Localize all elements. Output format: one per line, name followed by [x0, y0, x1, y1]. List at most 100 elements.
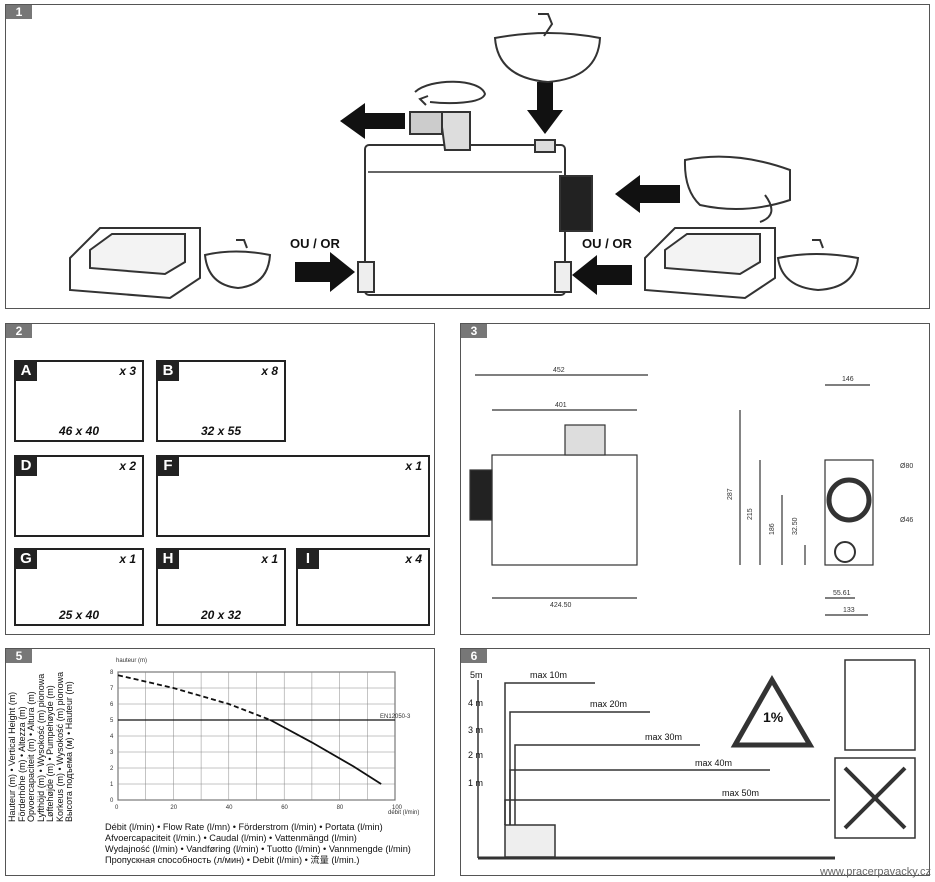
wall-toilet-drawing — [683, 155, 791, 223]
panel-installation-limits: 6 — [460, 648, 930, 876]
panel-number: 5 — [6, 649, 32, 663]
y-tick-label: 8 — [110, 670, 114, 676]
run-50: max 50m — [722, 788, 759, 798]
y-tick-label: 6 — [110, 702, 114, 708]
kit-letter: I — [297, 549, 319, 569]
flow-rate-legend: Débit (l/min) • Flow Rate (l/mn) • Förde… — [105, 822, 435, 866]
kit-letter: F — [157, 456, 179, 476]
run-40: max 40m — [695, 758, 732, 768]
chart-ylabel: hauteur (m) — [116, 658, 147, 664]
chart-series — [117, 674, 382, 785]
y-tick-label: 1 — [110, 782, 114, 788]
dim-height-small: 32.50 — [792, 517, 799, 535]
chart-xlabel: débit (l/min) — [388, 810, 419, 816]
kit-qty: x 3 — [119, 364, 136, 378]
kit-letter: A — [15, 361, 37, 381]
x-tick-label: 80 — [337, 805, 344, 811]
x-tick-label: 0 — [115, 805, 119, 811]
level-2: 2 m — [468, 750, 483, 760]
washbasin-top-drawing — [493, 13, 602, 84]
shower-tray-left-drawing — [69, 227, 272, 300]
kit-qty: x 1 — [119, 552, 136, 566]
dim-width-base: 424.50 — [550, 602, 572, 609]
y-tick-label: 5 — [110, 718, 114, 724]
dimension-drawing — [469, 374, 874, 616]
legend-line: Высота подъема (м) • Hauteur (m) — [64, 681, 74, 822]
level-5: 5m — [470, 670, 483, 680]
panel-number: 3 — [461, 324, 487, 338]
run-30: max 30m — [645, 732, 682, 742]
slope-label: 1% — [763, 709, 784, 725]
kit-letter: G — [15, 549, 37, 569]
curve-series-0 — [117, 674, 271, 721]
level-1: 1 m — [468, 778, 483, 788]
dim-height-mid: 215 — [747, 508, 754, 520]
chart-reference-label: EN12050-3 — [380, 714, 411, 720]
chart-ticks: 0 20 40 60 80 100 0 1 2 3 4 5 6 7 8 — [110, 670, 403, 811]
y-tick-label: 7 — [110, 686, 114, 692]
curve-series-1 — [269, 719, 382, 785]
kit-size: 32 x 55 — [200, 424, 242, 438]
y-tick-label: 3 — [110, 750, 114, 756]
vertical-height-legend: Hauteur (m) • Vertical Height (m) Förder… — [7, 637, 118, 822]
panel-number: 2 — [6, 324, 32, 338]
dim-base-a: 55.61 — [833, 590, 851, 597]
x-tick-label: 20 — [170, 805, 177, 811]
chart-grid — [117, 671, 396, 801]
kit-size: 25 x 40 — [58, 608, 100, 622]
dimension-labels: 452 401 424.50 146 287 215 186 32.50 Ø80… — [550, 367, 913, 614]
kit-qty: x 4 — [405, 552, 422, 566]
run-10: max 10m — [530, 670, 567, 680]
kit-letter: D — [15, 456, 37, 476]
install-labels: 5m 4 m 3 m 2 m 1 m max 10m max 20m max 3… — [468, 670, 784, 798]
install-diagram — [477, 659, 916, 860]
kit-letter: H — [157, 549, 179, 569]
y-tick-label: 2 — [110, 766, 114, 772]
dim-base-b: 133 — [843, 607, 855, 614]
legend-line: Débit (l/min) • Flow Rate (l/mn) • Förde… — [105, 822, 383, 832]
kit-size: 46 x 40 — [58, 424, 100, 438]
dim-height-inner: 186 — [769, 523, 776, 535]
kit-letter: B — [157, 361, 179, 381]
panel-number: 6 — [461, 649, 487, 663]
kit-qty: x 1 — [261, 552, 278, 566]
level-3: 3 m — [468, 725, 483, 735]
run-20: max 20m — [590, 699, 627, 709]
pump-unit-drawing — [357, 80, 593, 296]
dim-width-top: 401 — [555, 402, 567, 409]
dim-outlet-small: Ø46 — [900, 517, 913, 524]
dim-outlet-big: Ø80 — [900, 463, 913, 470]
pump-curve-chart: 0 20 40 60 80 100 0 1 2 3 4 5 6 7 8 hauteur (m) débit … — [110, 658, 419, 816]
kit-qty: x 8 — [261, 364, 278, 378]
or-label-right: OU / OR — [582, 236, 632, 251]
kit-qty: x 2 — [119, 459, 136, 473]
x-tick-label: 100 — [392, 805, 403, 811]
panel-dimensions: 3 — [460, 323, 930, 635]
legend-line: Пропускная способность (л/мин) • Debit (… — [105, 855, 360, 865]
y-tick-label: 4 — [110, 734, 114, 740]
level-4: 4 m — [468, 698, 483, 708]
flow-arrows — [295, 82, 680, 295]
y-tick-label: 0 — [110, 798, 114, 804]
panel-performance-curve: 5 — [5, 648, 435, 876]
shower-tray-right-drawing — [644, 227, 860, 300]
legend-line: Wydajność (l/min) • Vandføring (l/min) •… — [105, 844, 411, 854]
panel-number: 1 — [6, 5, 32, 19]
dim-side-top: 146 — [842, 376, 854, 383]
dim-width-total: 452 — [553, 367, 565, 374]
x-tick-label: 60 — [281, 805, 288, 811]
watermark: www.pracerpavacky.cz — [819, 866, 931, 878]
legend-line: Afvoercapaciteit (l/min.) • Caudal (l/mi… — [105, 833, 357, 843]
x-tick-label: 40 — [226, 805, 233, 811]
or-label-left: OU / OR — [290, 236, 340, 251]
kit-qty: x 1 — [405, 459, 422, 473]
kit-size: 20 x 32 — [200, 608, 242, 622]
